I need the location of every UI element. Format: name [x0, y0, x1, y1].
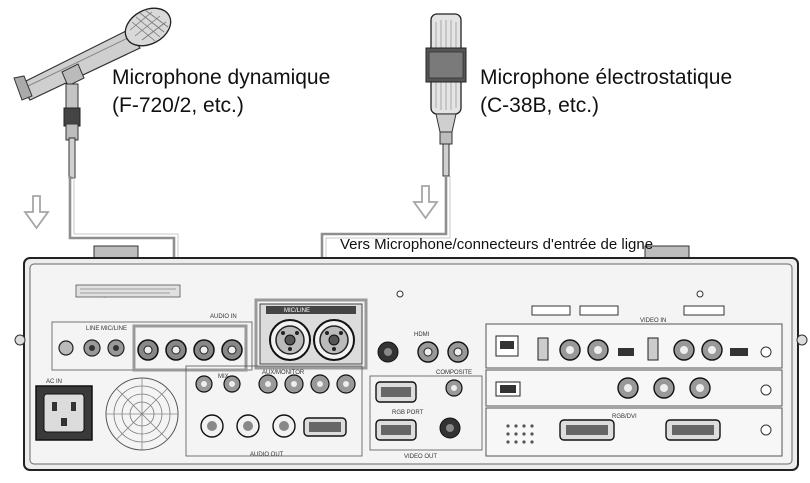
audio-out-section: MIX AUX/MONITOR AUDIO OUT	[185, 365, 363, 458]
ac-power-inlet[interactable]: AC IN	[35, 379, 93, 441]
svg-text:RGB PORT: RGB PORT	[392, 410, 424, 416]
svg-text:MIX: MIX	[218, 374, 229, 380]
xlr-combo-jack[interactable]	[313, 319, 355, 361]
svg-text:RGB/DVI: RGB/DVI	[612, 414, 637, 420]
ground-terminal[interactable]	[58, 340, 74, 356]
svg-text:VIDEO IN: VIDEO IN	[640, 318, 666, 324]
svg-text:AUX/MONITOR: AUX/MONITOR	[262, 370, 305, 376]
condenser-microphone	[425, 13, 467, 177]
fan-grille-icon	[105, 377, 179, 451]
condenser-mic-model: (C-38B, etc.)	[480, 94, 600, 117]
connector-caption: Vers Microphone/connecteurs d'entrée de …	[340, 236, 654, 253]
dynamic-microphone	[13, 7, 172, 179]
svg-text:LINE MIC/LINE: LINE MIC/LINE	[86, 326, 127, 332]
svg-text:AUDIO OUT: AUDIO OUT	[250, 452, 284, 458]
svg-text:COMPOSITE: COMPOSITE	[436, 370, 472, 376]
audio-in-label: AUDIO IN	[210, 314, 237, 320]
condenser-mic-name: Microphone électrostatique	[480, 66, 733, 89]
svg-text:AC IN: AC IN	[46, 379, 62, 385]
dynamic-mic-name: Microphone dynamique	[112, 66, 331, 89]
xlr-highlight-box	[254, 298, 368, 370]
device-rear-panel: AUDIO IN LINE MIC/LINE MI	[14, 245, 808, 471]
arrow-down-icon	[412, 185, 439, 220]
svg-text:HDMI: HDMI	[414, 332, 430, 338]
video-in-section: VIDEO IN	[485, 318, 783, 369]
svg-text:VIDEO OUT: VIDEO OUT	[404, 454, 437, 460]
rca-highlight-box	[132, 324, 248, 372]
svg-text:MIC/LINE: MIC/LINE	[284, 308, 310, 314]
dynamic-mic-model: (F-720/2, etc.)	[112, 94, 244, 117]
arrow-down-icon	[23, 195, 50, 230]
audio-in-section: AUDIO IN LINE MIC/LINE	[51, 314, 253, 371]
rca-input-jacks	[137, 339, 243, 361]
xlr-combo-jack[interactable]	[269, 319, 311, 361]
